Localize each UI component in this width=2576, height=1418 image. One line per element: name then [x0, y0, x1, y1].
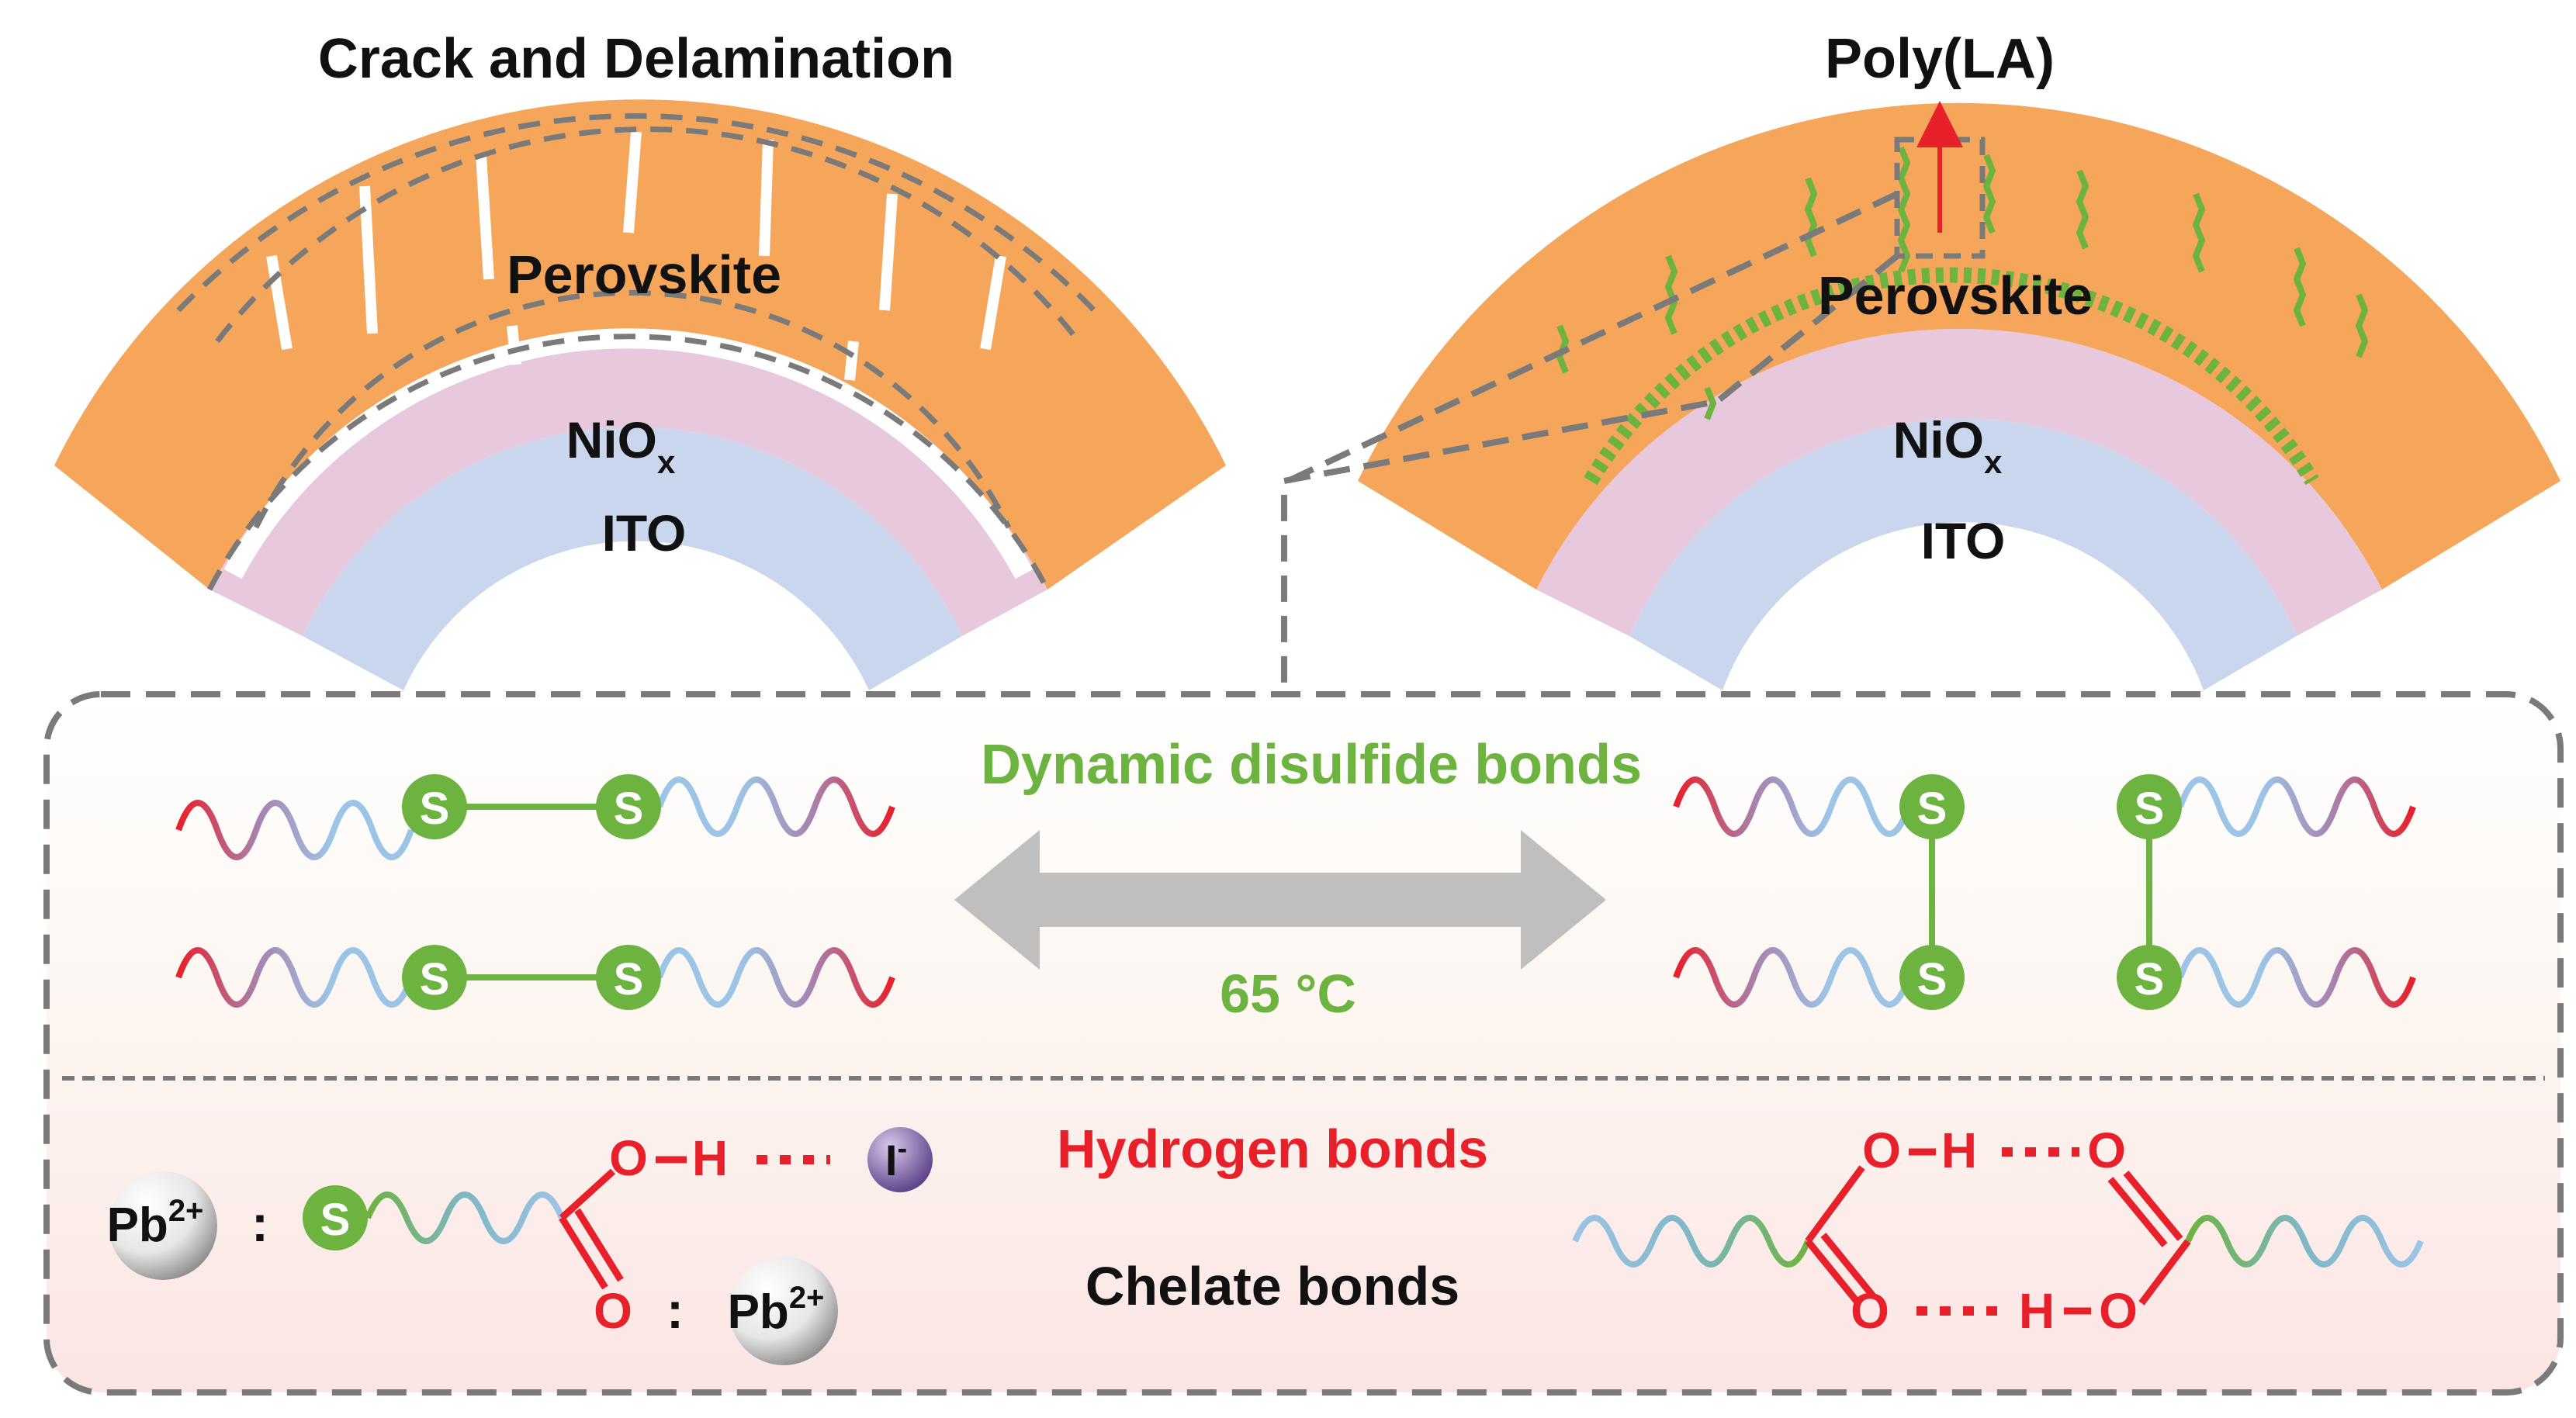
- sulfur-label: S: [2135, 783, 2165, 834]
- sulfur-label: S: [420, 954, 450, 1005]
- sulfur-label: S: [420, 783, 450, 834]
- sulfur-atom: [1899, 774, 1965, 839]
- left-panel: Crack and Delamination Perovskite NiOx I…: [54, 28, 1226, 690]
- carboxyl-bonds: [559, 1168, 616, 1221]
- oxygen-label: O: [609, 1130, 648, 1186]
- poly-la-strands: [1556, 146, 2369, 420]
- iodide-label: I-: [885, 1133, 907, 1185]
- sulfur-label: S: [614, 954, 644, 1005]
- chain-l1-right: [656, 776, 895, 837]
- right-ito-label: ITO: [1921, 512, 2006, 569]
- sulfur-label: S: [2135, 954, 2165, 1005]
- hydrogen-label: H: [1941, 1122, 1977, 1178]
- chain-r2-a: [2177, 776, 2416, 837]
- sulfur-atom: [596, 945, 661, 1010]
- sulfur-atom: [303, 1185, 368, 1250]
- zoom-line-left: [1281, 400, 1708, 694]
- pb-ion-label: Pb2+: [728, 1281, 825, 1339]
- carbonyl-bond-2: [574, 1208, 624, 1282]
- double-arrow: [954, 830, 1606, 970]
- oxygen-label: O: [2087, 1122, 2126, 1178]
- chain-r2-b: [2177, 947, 2416, 1008]
- hydrogen-label: H: [692, 1130, 728, 1186]
- dashed-outline-inner-left: [206, 334, 1051, 591]
- dimer-bond-left-up: [1805, 1165, 1865, 1243]
- dimer-bond-left-down2: [1820, 1233, 1877, 1299]
- perovskite-layer-right: [1358, 102, 2560, 590]
- chain-r1-a: [1673, 776, 1912, 837]
- mechanism-panel: Dynamic disulfide bonds S S S S 65 °C S …: [43, 691, 2564, 1396]
- dashed-outline-outer-left: [176, 112, 1096, 313]
- left-perovskite-label: Perovskite: [507, 244, 781, 305]
- ito-layer-right: [1629, 418, 2297, 690]
- dimer-bond-left-down: [1805, 1239, 1861, 1306]
- carbonyl-bond: [559, 1216, 608, 1290]
- right-panel: Poly(LA) Perovskite NiOx ITO: [1281, 28, 2560, 694]
- left-ito-label: ITO: [602, 504, 687, 562]
- sulfur-label: S: [1917, 783, 1948, 834]
- right-title: Poly(LA): [1825, 28, 2055, 90]
- left-title: Crack and Delamination: [318, 28, 954, 90]
- pb-ion-sphere: [109, 1171, 217, 1280]
- dashed-outline-gap-left: [253, 290, 1012, 529]
- right-niox-label: NiOx: [1893, 411, 2003, 480]
- sulfur-atom: [402, 774, 467, 839]
- sulfur-atom: [402, 945, 467, 1010]
- oxygen-label: O: [1851, 1283, 1889, 1339]
- colon-2: :: [667, 1281, 684, 1339]
- oxygen-label: O: [594, 1283, 632, 1339]
- chain-ligand: [365, 1191, 565, 1244]
- sulfur-atom: [2117, 945, 2182, 1010]
- oxygen-label: O: [1862, 1122, 1901, 1178]
- chain-l2-right: [656, 947, 895, 1008]
- hydrogen-bonds-label: Hydrogen bonds: [1057, 1119, 1488, 1179]
- pb-ion-label: Pb2+: [107, 1194, 204, 1252]
- ito-layer-left: [303, 427, 962, 690]
- disulfide-title: Dynamic disulfide bonds: [981, 734, 1642, 796]
- iodide-ion: [867, 1127, 933, 1192]
- chain-l1-left: [175, 800, 414, 860]
- perovskite-layer-left: [54, 99, 1226, 590]
- sulfur-atom: [596, 774, 661, 839]
- sulfur-label: S: [614, 783, 644, 834]
- oxygen-label: O: [2099, 1283, 2138, 1339]
- hydrogen-label: H: [2019, 1283, 2055, 1339]
- niox-layer-left: [209, 336, 1047, 636]
- chelate-bonds-label: Chelate bonds: [1085, 1256, 1459, 1316]
- sulfur-atom: [1899, 945, 1965, 1010]
- zoom-line-top: [1286, 191, 1899, 484]
- niox-layer-right: [1536, 328, 2382, 636]
- poly-la-interface: [1584, 267, 2319, 486]
- sulfur-label: S: [320, 1195, 351, 1245]
- chain-dimer-right: [2185, 1215, 2424, 1268]
- sulfur-atom: [2117, 774, 2182, 839]
- dimer-bond-right-up2: [2123, 1171, 2183, 1241]
- temperature-label: 65 °C: [1220, 963, 1356, 1024]
- dimer-bond-right-down: [2138, 1239, 2191, 1306]
- right-perovskite-label: Perovskite: [1818, 265, 2093, 326]
- chain-l2-left: [175, 947, 414, 1008]
- left-niox-label: NiOx: [566, 411, 676, 480]
- pb-ion-sphere: [729, 1257, 838, 1365]
- chain-r1-b: [1673, 947, 1912, 1008]
- dashed-outline-mid-left: [215, 126, 1081, 344]
- dimer-bond-right-up: [2107, 1177, 2168, 1247]
- chain-dimer-left: [1572, 1215, 1811, 1268]
- sulfur-label: S: [1917, 954, 1948, 1005]
- colon-1: :: [251, 1195, 268, 1252]
